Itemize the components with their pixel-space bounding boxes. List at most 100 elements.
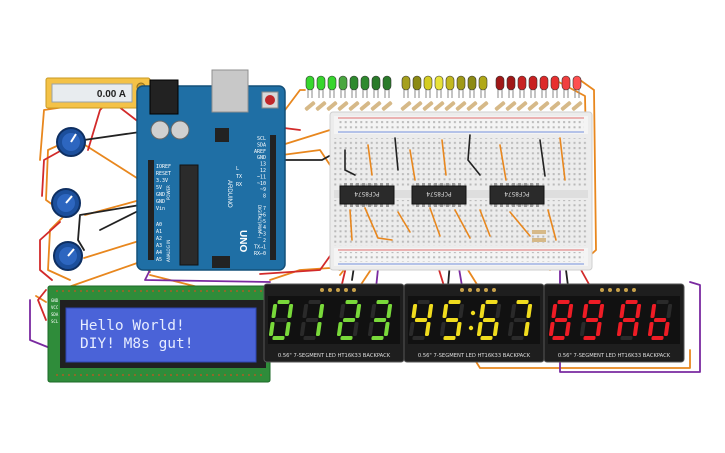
resistor-22 <box>549 101 561 111</box>
seven-segment-label: 0.56" 7-SEGMENT LED HT16K33 BACKPACK <box>418 353 531 359</box>
arduino-power-pin-label: Vin <box>156 206 165 212</box>
seven-segment-module-2: 0.56" 7-SEGMENT LED HT16K33 BACKPACK <box>403 283 545 363</box>
resistor-1 <box>304 101 316 111</box>
resistor-19 <box>516 101 528 111</box>
arduino-digital-pin-label: 13 <box>260 162 266 168</box>
seven-segment-digit <box>336 300 362 340</box>
arduino-digital-pin-label: ~9 <box>260 187 266 193</box>
resistor-23 <box>560 101 572 111</box>
seven-segment-digit <box>408 300 434 340</box>
seven-segment-module-1: 0.56" 7-SEGMENT LED HT16K33 BACKPACK <box>263 283 405 363</box>
seven-segment-digit <box>476 300 502 340</box>
seven-segment-digit <box>507 300 533 340</box>
led-20 <box>528 75 538 98</box>
led-1 <box>305 75 315 98</box>
led-16 <box>478 75 488 98</box>
arduino-model-label: UNO <box>237 230 248 252</box>
resistor-14 <box>455 101 467 111</box>
arduino-digital-pin-label: TX→1 <box>254 244 266 250</box>
atmega-chip <box>179 164 199 266</box>
resistor-6 <box>359 101 371 111</box>
pcf8574-chip-1: PCF8574 <box>339 183 395 207</box>
seven-segment-digit <box>439 300 465 340</box>
arduino-led-label: L <box>236 166 239 172</box>
arduino-analog-pin-label: A1 <box>156 229 162 235</box>
arduino-digital-pin-label: RX←0 <box>254 251 266 257</box>
arduino-power-pin-label: 5V <box>156 185 162 191</box>
arduino-digital-pin-label: ~3 <box>260 232 266 238</box>
lcd-pin-label: GND <box>51 298 59 303</box>
reset-button[interactable] <box>265 95 275 105</box>
led-13 <box>445 75 455 98</box>
led-2 <box>316 75 326 98</box>
seven-segment-digit <box>367 300 393 340</box>
led-8 <box>382 75 392 98</box>
power-header-label: POWER <box>166 185 171 200</box>
seven-segment-digit <box>548 300 574 340</box>
led-4 <box>338 75 348 98</box>
resistor-10 <box>411 101 423 111</box>
led-10 <box>412 75 422 98</box>
seven-segment-label: 0.56" 7-SEGMENT LED HT16K33 BACKPACK <box>278 353 391 359</box>
led-row <box>305 75 582 98</box>
led-11 <box>423 75 433 98</box>
resistor-24 <box>571 101 583 111</box>
resistor-2 <box>315 101 327 111</box>
seven-segment-digit <box>647 300 673 340</box>
arduino-digital-pin-label: ~6 <box>260 212 266 218</box>
ic-label: PCF8574 <box>354 190 380 197</box>
arduino-digital-pin-label: 2 <box>263 238 266 244</box>
led-22 <box>550 75 560 98</box>
usb-port <box>211 69 249 113</box>
led-24 <box>572 75 582 98</box>
resistor-3 <box>326 101 338 111</box>
led-18 <box>506 75 516 98</box>
arduino-digital-pin-label: SCL <box>257 136 266 142</box>
digital-header-label: DIGITAL (PWM~) <box>257 205 262 239</box>
ic-label: PCF8574 <box>504 190 530 197</box>
led-23 <box>561 75 571 98</box>
lcd-pin-label: SCL <box>51 319 59 324</box>
resistor-8 <box>381 101 393 111</box>
ammeter-reading: 0.00 A <box>97 89 126 100</box>
arduino-digital-pin-label: SDA <box>257 142 266 148</box>
led-21 <box>539 75 549 98</box>
power-jack <box>149 79 179 115</box>
lcd-pin-label: SDA <box>51 312 59 317</box>
arduino-digital-pin-label: 12 <box>260 168 266 174</box>
arduino-power-pin-label: GND <box>156 192 165 198</box>
led-7 <box>371 75 381 98</box>
arduino-digital-pin-label: ~5 <box>260 219 266 225</box>
arduino-analog-pin-label: A0 <box>156 222 162 228</box>
arduino-digital-pin-label: 8 <box>263 194 266 200</box>
led-19 <box>517 75 527 98</box>
led-17 <box>495 75 505 98</box>
arduino-digital-pin-label: GND <box>257 155 266 161</box>
resistor-21 <box>538 101 550 111</box>
resistor-17 <box>494 101 506 111</box>
potentiometer-1[interactable] <box>56 127 86 157</box>
arduino-power-pin-label: 3.3V <box>156 178 168 184</box>
arduino-digital-pin-label: ~11 <box>257 174 266 180</box>
seven-segment-digit <box>268 300 294 340</box>
led-5 <box>349 75 359 98</box>
resistor-13 <box>444 101 456 111</box>
arduino-brand-label: ARDUINO <box>226 180 232 208</box>
led-15 <box>467 75 477 98</box>
potentiometer-3[interactable] <box>53 241 83 271</box>
ic-label: PCF8574 <box>426 190 452 197</box>
resistor-18 <box>505 101 517 111</box>
potentiometer-2[interactable] <box>51 188 81 218</box>
resistor-9 <box>400 101 412 111</box>
resistor-7 <box>370 101 382 111</box>
analog-header-label: ANALOG IN <box>166 240 171 262</box>
arduino-digital-pin-label: 7 <box>263 206 266 212</box>
arduino-analog-pin-label: A2 <box>156 236 162 242</box>
arduino-power-pin-label: IOREF <box>156 164 171 170</box>
ammeter[interactable]: 0.00 A <box>45 77 151 109</box>
seven-segment-digit <box>579 300 605 340</box>
led-12 <box>434 75 444 98</box>
seven-segment-module-3: 0.56" 7-SEGMENT LED HT16K33 BACKPACK <box>543 283 685 363</box>
